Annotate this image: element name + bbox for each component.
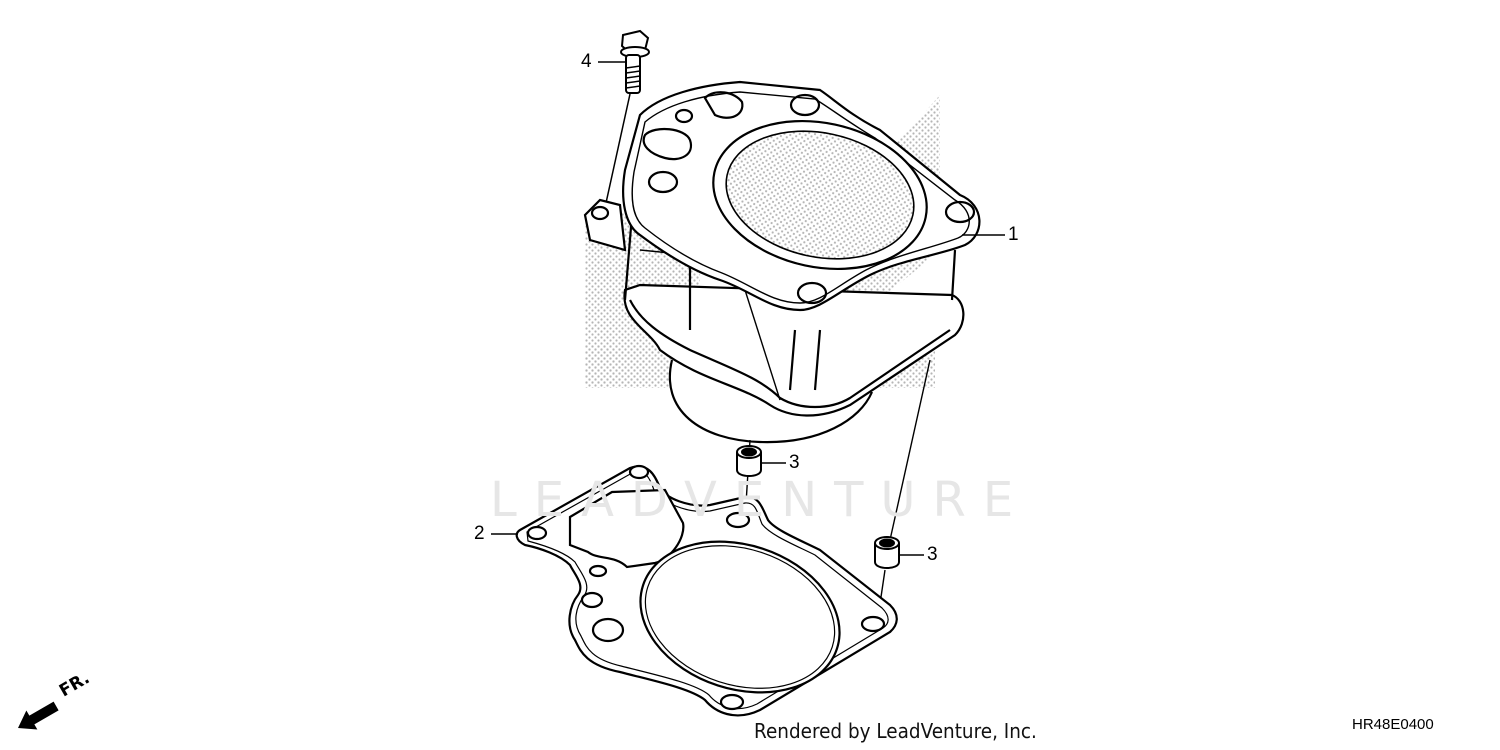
callout-number-3: 3 <box>789 452 800 473</box>
credit-text: Rendered by LeadVenture, Inc. <box>754 719 1037 743</box>
callout-number-2: 2 <box>474 523 485 544</box>
front-direction-arrow-icon <box>18 701 59 730</box>
dowel-pin-part-3-upper <box>736 445 762 477</box>
callout-number-1: 1 <box>1008 224 1019 245</box>
callout-number-3: 3 <box>927 544 938 565</box>
callout-number-4: 4 <box>581 51 592 72</box>
bolt-part-4 <box>603 29 650 213</box>
gasket-part-2 <box>515 464 898 717</box>
watermark-text: LEADVENTURE <box>490 472 1031 528</box>
diagram-code: HR48E0400 <box>1352 716 1434 733</box>
cylinder-part-1 <box>583 80 981 444</box>
dowel-pin-part-3-lower <box>874 536 900 569</box>
